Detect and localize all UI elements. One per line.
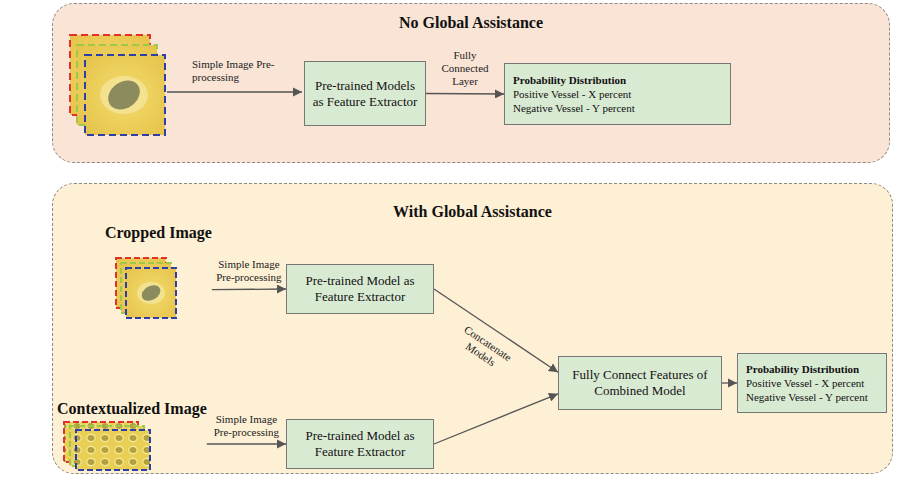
image-heading: Contextualized Image (57, 399, 207, 418)
box-text: Probability Distribution (513, 73, 626, 87)
box-text: Probability Distribution (746, 362, 859, 376)
box-line: Positive Vessel - X percent (746, 376, 864, 390)
output-box: Probability DistributionPositive Vessel … (504, 63, 731, 125)
arrow-connector (722, 382, 737, 383)
arrow-line (167, 91, 302, 92)
box-text: Pre-trained Models as Feature Extractor (311, 78, 419, 109)
arrow-connector (207, 443, 286, 444)
cell-image (70, 35, 165, 135)
arrow-connector (434, 394, 558, 444)
arrow-connector (426, 93, 504, 95)
edge-label: Simple Image Pre-processing (210, 413, 283, 439)
box-line: Positive Vessel - X percent (513, 87, 631, 101)
context-image (64, 422, 150, 470)
arrow-label: Simple Image Pre-processing (192, 58, 282, 84)
box-text: Fully Connect Features of Combined Model (565, 367, 715, 398)
edge-label: Fully Connected Layer (429, 49, 501, 89)
edge-label: Simple Image Pre-processing (215, 258, 283, 284)
panel-fill (52, 3, 890, 163)
image-node: Cropped Image (105, 223, 212, 321)
output-box: Probability DistributionPositive Vessel … (737, 353, 887, 413)
panel-title: No Global Assistance (53, 13, 889, 32)
process-box: Pre-trained Model as Feature Extractor (286, 419, 434, 469)
process-box: Pre-trained Models as Feature Extractor (304, 61, 426, 126)
box-line: Negative Vessel - Y percent (513, 101, 635, 115)
panel-title: With Global Assistance (53, 202, 892, 221)
panel-fill (52, 183, 893, 474)
process-box: Pre-trained Model as Feature Extractor (286, 264, 434, 314)
image-node: Contextualized Image (57, 399, 207, 471)
cell-image (116, 258, 176, 318)
process-box: Fully Connect Features of Combined Model (558, 356, 722, 410)
edge-label: Concatenate Models (449, 320, 519, 379)
box-line: Negative Vessel - Y percent (746, 390, 868, 404)
arrow-connector (212, 288, 286, 290)
box-text: Pre-trained Model as Feature Extractor (293, 273, 427, 304)
box-text: Pre-trained Model as Feature Extractor (293, 428, 427, 459)
image-heading: Cropped Image (105, 223, 212, 242)
